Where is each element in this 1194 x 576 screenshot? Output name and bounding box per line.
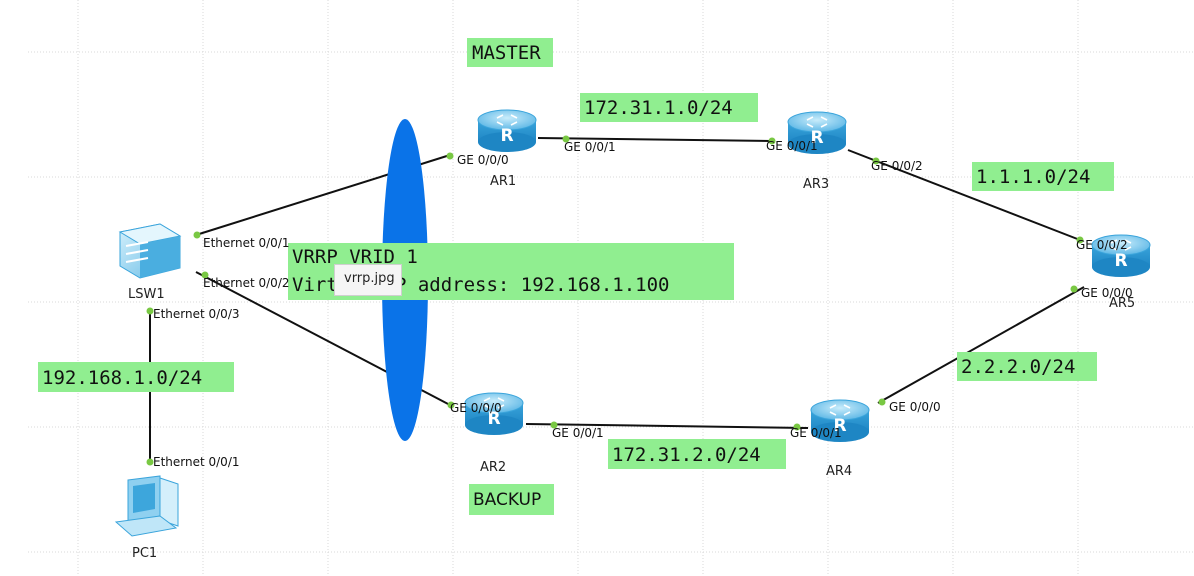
ar2-label: AR2 [480,460,506,475]
switch-lsw1[interactable] [118,223,182,279]
lsw1-label: LSW1 [128,287,165,302]
ar1-label: AR1 [490,174,516,189]
port-label-ar3-ge001: GE 0/0/1 [766,139,818,153]
net-label-ar4-ar5: 2.2.2.0/24 [961,356,1075,378]
port-label-lsw1-e002: Ethernet 0/0/2 [203,276,290,290]
ar5-label: AR5 [1109,296,1135,311]
port-label-ar5-ge000: GE 0/0/0 [1081,286,1133,300]
net-label-lan: 192.168.1.0/24 [42,367,202,389]
net-label-ar1-ar3: 172.31.1.0/24 [584,97,733,119]
port-label-ar2-ge000: GE 0/0/0 [450,401,502,415]
link-ar4-ar5 [877,286,1085,404]
vrrp-vrid-text: VRRP VRID 1 [292,246,418,268]
link-ar3-ar5 [847,149,1081,241]
link-ar1-ar3 [537,137,773,142]
router-ar1[interactable] [477,109,537,153]
port-label-ar4-ge000: GE 0/0/0 [889,400,941,414]
port-label-ar5-ge002: GE 0/0/2 [1076,238,1128,252]
port-label-pc1-e001: Ethernet 0/0/1 [153,455,240,469]
port-label-ar3-ge002: GE 0/0/2 [871,159,923,173]
port-label-ar4-ge001: GE 0/0/1 [790,426,842,440]
port-label-lsw1-e001: Ethernet 0/0/1 [203,236,290,250]
device-labels: AR1 AR3 AR5 AR2 AR4 LSW1 PC1 [128,174,1135,561]
net-label-ar2-ar4: 172.31.2.0/24 [612,444,761,466]
net-label-ar3-ar5: 1.1.1.0/24 [976,166,1090,188]
port-label-ar1-ge001: GE 0/0/1 [564,140,616,154]
backup-label: BACKUP [473,490,541,510]
filename-tooltip: vrrp.jpg [334,264,402,296]
port-label-ar1-ge000: GE 0/0/0 [457,153,509,167]
link-ar2-ar4 [525,423,809,429]
green-labels: MASTER 172.31.1.0/24 1.1.1.0/24 2.2.2.0/… [38,38,1114,515]
port-label-lsw1-e003: Ethernet 0/0/3 [153,307,240,321]
ar4-label: AR4 [826,464,852,479]
ar3-label: AR3 [803,177,829,192]
port-dots [146,135,1084,466]
master-label: MASTER [472,42,541,64]
port-label-ar2-ge001: GE 0/0/1 [552,426,604,440]
pc1-computer-icon[interactable] [114,475,179,537]
pc1-label: PC1 [132,546,157,561]
port-labels: GE 0/0/0 GE 0/0/1 GE 0/0/1 GE 0/0/2 GE 0… [153,139,1133,469]
